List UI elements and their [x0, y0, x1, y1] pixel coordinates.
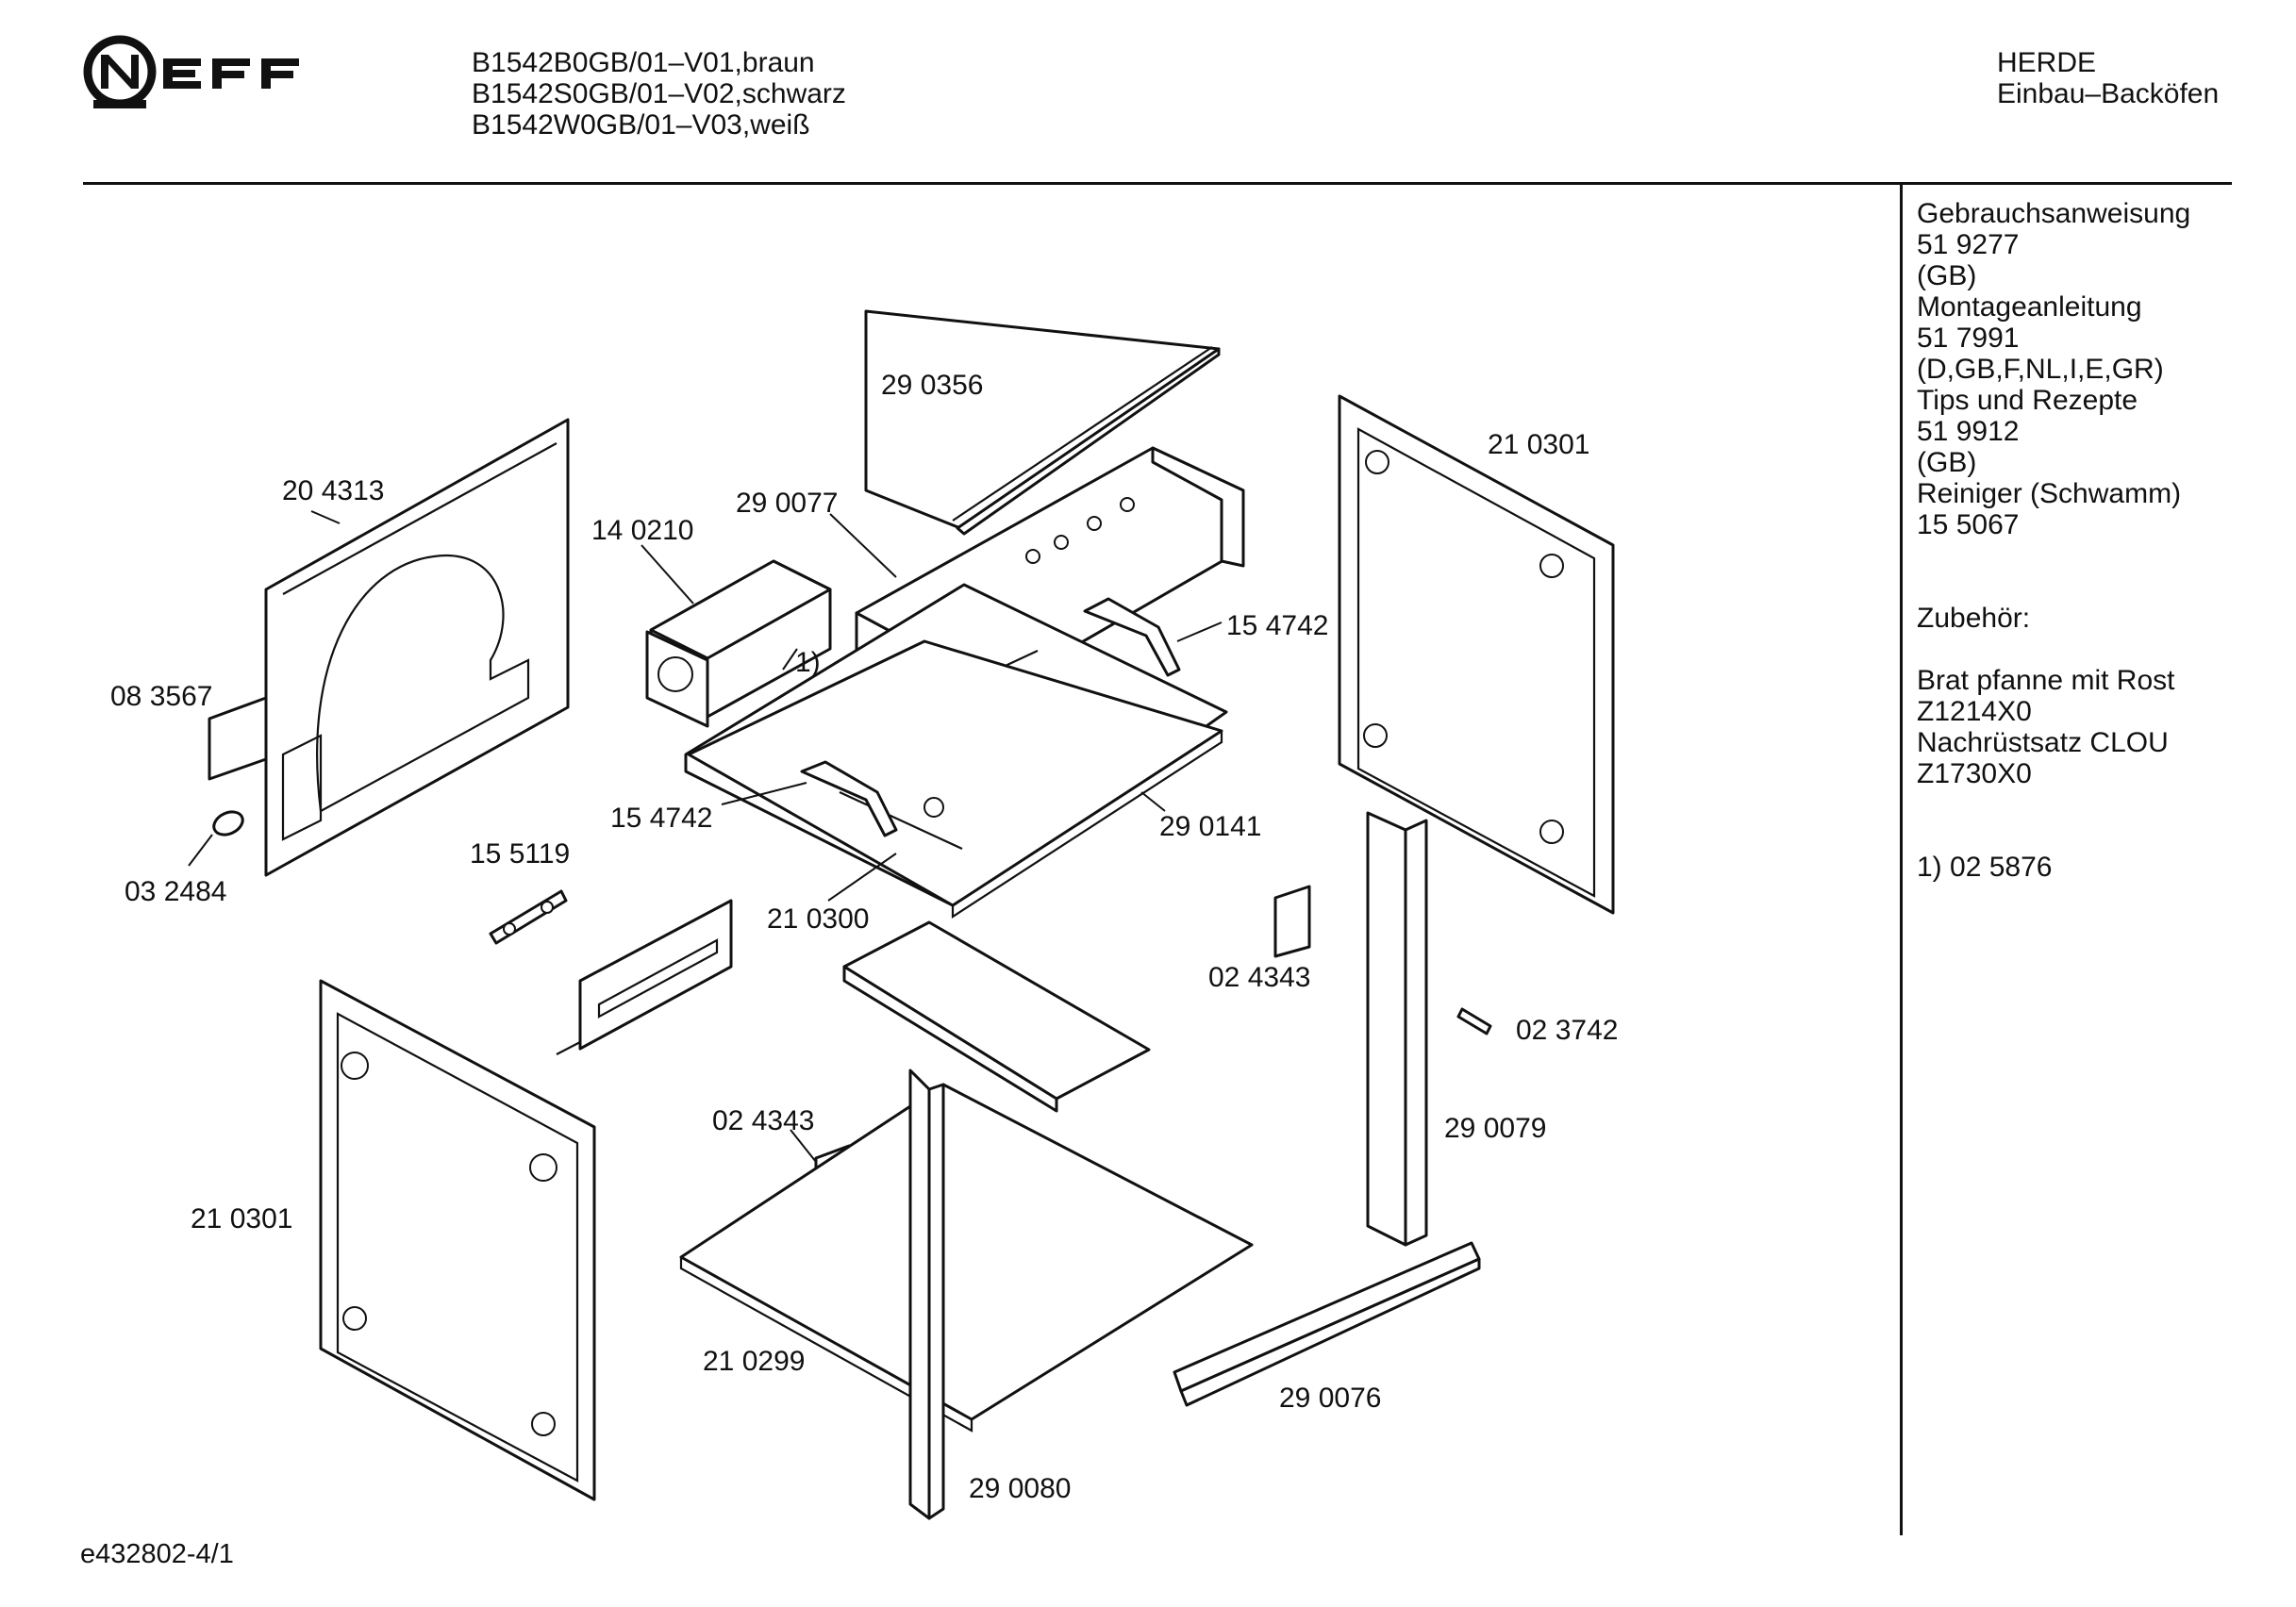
subcategory: Einbau–Backöfen [1997, 78, 2220, 109]
part-bracket-083567 [208, 696, 268, 781]
part-label: 08 3567 [110, 681, 212, 712]
doc-title: Tips und Rezepte [1917, 385, 2138, 416]
model-line-3: B1542W0GB/01–V03,weiß [472, 109, 810, 141]
accessory-name: Brat pfanne mit Rost [1917, 665, 2175, 696]
part-label: 20 4313 [282, 475, 384, 506]
leader-line [310, 510, 341, 524]
part-label: 29 0356 [881, 370, 983, 401]
doc-number: 51 9912 [1917, 416, 2020, 447]
part-right-column [1366, 811, 1428, 1247]
part-label: 15 4742 [610, 803, 712, 834]
part-top-plate [864, 309, 1221, 536]
leader-line [641, 544, 694, 605]
part-label: 03 2484 [125, 876, 226, 907]
leader-line [827, 853, 897, 902]
side-panel: Gebrauchsanweisung 51 9277 (GB) Montagea… [1917, 198, 2285, 883]
drawing-code: e432802-4/1 [80, 1539, 234, 1569]
leader-line [829, 513, 897, 578]
header-divider [83, 182, 2232, 185]
part-handle-upper [1083, 597, 1181, 677]
model-line-1: B1542B0GB/01–V01,braun [472, 47, 815, 78]
part-screw-023742 [1456, 1007, 1492, 1035]
leader-line [1176, 621, 1223, 642]
part-label: 29 0076 [1279, 1383, 1381, 1414]
category-block: HERDE Einbau–Backöfen [1997, 47, 2219, 109]
part-side-liner-right [1338, 394, 1615, 915]
part-label: 21 0301 [1488, 429, 1589, 460]
part-label: 02 4343 [1208, 962, 1310, 993]
part-label: 02 3742 [1516, 1015, 1618, 1046]
doc-number: 15 5067 [1917, 509, 2020, 540]
category: HERDE [1997, 47, 2097, 78]
part-label: 29 0077 [736, 488, 838, 519]
part-label: 21 0300 [767, 903, 869, 935]
doc-title: Gebrauchsanweisung [1917, 198, 2191, 229]
part-label: 15 4742 [1226, 610, 1328, 641]
footnote: 1) 02 5876 [1917, 852, 2053, 883]
accessory-code: Z1214X0 [1917, 696, 2032, 727]
doc-number: 51 9277 [1917, 229, 2020, 260]
part-handle-lower [800, 760, 898, 837]
part-side-liner-left [319, 979, 596, 1501]
doc-title: Montageanleitung [1917, 291, 2142, 323]
doc-langs: (GB) [1917, 260, 1977, 291]
leader-line [782, 648, 798, 671]
part-fan-motor [645, 559, 832, 728]
exploded-parts-diagram: 29 0356 20 4313 14 0210 29 0077 21 0301 … [110, 309, 1618, 1520]
leader-line [188, 834, 213, 867]
part-label: 15 5119 [470, 838, 570, 870]
doc-number: 51 7991 [1917, 323, 2020, 354]
accessory-code: Z1730X0 [1917, 758, 2032, 789]
leader-line [721, 782, 807, 805]
part-bottom-rail [1173, 1241, 1481, 1407]
side-panel-divider [1900, 185, 1903, 1535]
part-frame-bracket [556, 899, 733, 1055]
part-label: 29 0079 [1444, 1113, 1546, 1144]
part-label: 1) [795, 647, 821, 678]
doc-title: Reiniger (Schwamm) [1917, 478, 2182, 509]
part-top-liner [687, 639, 1223, 919]
accessories-title: Zubehör: [1917, 603, 2031, 634]
part-rear-panel [264, 418, 570, 877]
part-label: 29 0141 [1159, 811, 1261, 842]
part-clip-032484 [212, 810, 244, 837]
model-list: B1542B0GB/01–V01,braun B1542S0GB/01–V02,… [472, 47, 846, 141]
doc-langs: (D,GB,F,NL,I,E,GR) [1917, 354, 2164, 385]
part-hinge-155119 [489, 889, 568, 945]
part-duct-cover [842, 920, 1151, 1113]
model-line-2: B1542S0GB/01–V02,schwarz [472, 78, 846, 109]
leader-line [790, 1129, 817, 1163]
neff-logo [80, 26, 363, 125]
part-label: 14 0210 [591, 515, 693, 546]
leader-line [1140, 791, 1166, 812]
accessory-name: Nachrüstsatz CLOU [1917, 727, 2169, 758]
part-angle-bracket-upper [1273, 885, 1311, 958]
part-left-column [908, 1069, 945, 1520]
part-bottom-liner [679, 1083, 1254, 1433]
doc-langs: (GB) [1917, 447, 1977, 478]
part-label: 21 0301 [191, 1203, 292, 1234]
part-label: 21 0299 [703, 1346, 805, 1377]
part-label: 02 4343 [712, 1105, 814, 1136]
part-label: 29 0080 [969, 1473, 1071, 1504]
